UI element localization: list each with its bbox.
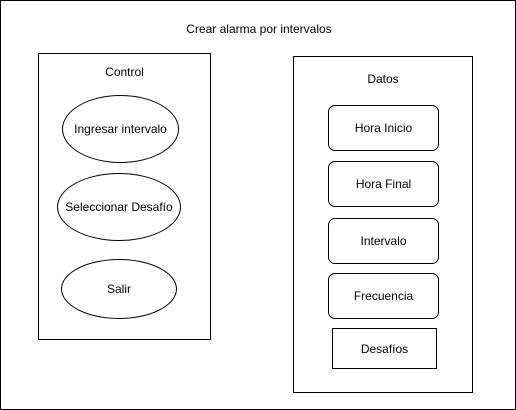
hora-final-node[interactable]: Hora Final: [328, 161, 439, 207]
hora-final-label: Hora Final: [355, 177, 412, 191]
diagram-title: Crear alarma por intervalos: [186, 22, 332, 36]
desafios-node[interactable]: Desafíos: [332, 328, 437, 369]
salir-node[interactable]: Salir: [61, 259, 177, 319]
control-panel-label: Control: [105, 65, 144, 79]
hora-inicio-node[interactable]: Hora Inicio: [328, 105, 439, 151]
intervalo-node[interactable]: Intervalo: [328, 218, 439, 264]
seleccionar-desafio-label: Seleccionar Desafío: [65, 200, 173, 214]
intervalo-label: Intervalo: [360, 234, 407, 248]
frecuencia-node[interactable]: Frecuencia: [328, 273, 439, 319]
frecuencia-label: Frecuencia: [353, 289, 414, 303]
ingresar-intervalo-label: Ingresar intervalo: [74, 122, 167, 136]
salir-label: Salir: [106, 282, 131, 296]
hora-inicio-label: Hora Inicio: [354, 121, 413, 135]
datos-panel-label: Datos: [367, 72, 399, 86]
seleccionar-desafio-node[interactable]: Seleccionar Desafío: [57, 173, 181, 241]
ingresar-intervalo-node[interactable]: Ingresar intervalo: [62, 95, 179, 163]
desafios-label: Desafíos: [360, 341, 409, 356]
